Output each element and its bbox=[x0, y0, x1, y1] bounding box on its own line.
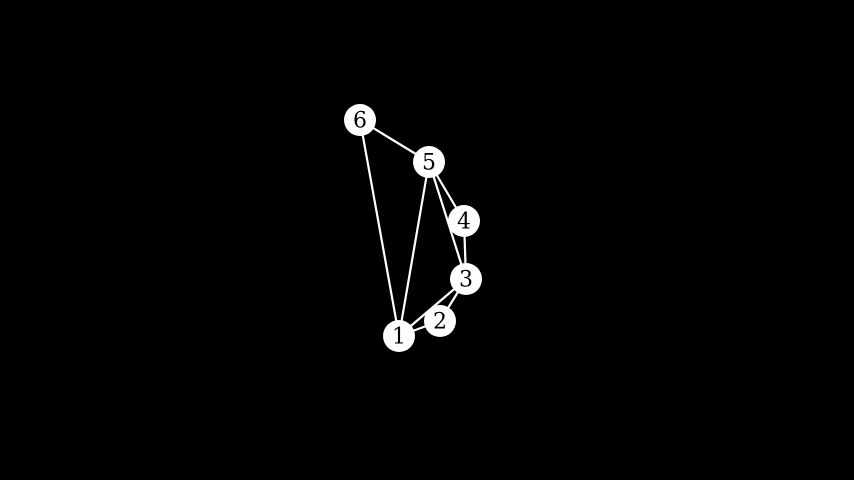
node-4: 4 bbox=[448, 205, 480, 237]
node-1: 1 bbox=[383, 320, 415, 352]
node-circle bbox=[450, 263, 482, 295]
node-circle bbox=[448, 205, 480, 237]
edge-5-1 bbox=[397, 161, 431, 337]
node-circle bbox=[383, 320, 415, 352]
edge-6-1 bbox=[358, 119, 401, 337]
node-circle bbox=[424, 305, 456, 337]
node-label: 5 bbox=[422, 151, 436, 176]
node-label: 1 bbox=[392, 325, 406, 350]
node-2: 2 bbox=[424, 305, 456, 337]
node-label: 6 bbox=[353, 109, 367, 134]
node-3: 3 bbox=[450, 263, 482, 295]
edge-5-3 bbox=[427, 161, 468, 280]
node-label: 3 bbox=[459, 268, 473, 293]
node-label: 4 bbox=[457, 210, 471, 235]
node-label: 2 bbox=[433, 310, 447, 335]
node-6: 6 bbox=[344, 104, 376, 136]
node-5: 5 bbox=[413, 146, 445, 178]
node-circle bbox=[344, 104, 376, 136]
node-circle bbox=[413, 146, 445, 178]
